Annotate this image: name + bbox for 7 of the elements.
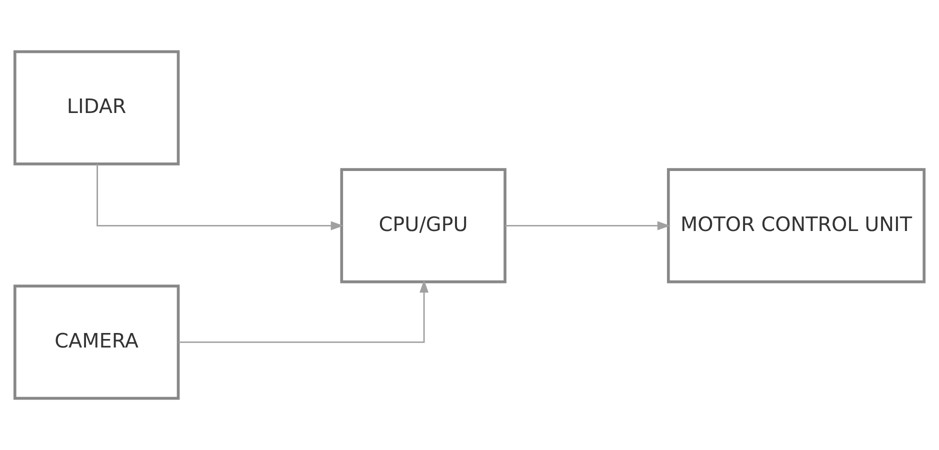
node-box: CPU/GPU: [340, 168, 506, 284]
arrow: [505, 221, 670, 230]
node-box: LIDAR: [13, 50, 180, 166]
arrow: [96, 164, 344, 230]
node-box: MOTOR CONTROL UNIT: [666, 168, 926, 284]
node-box: CAMERA: [13, 284, 180, 400]
arrow: [178, 280, 429, 343]
